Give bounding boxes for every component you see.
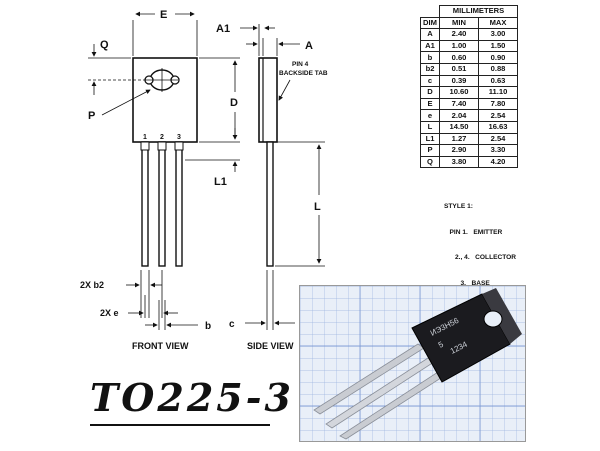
dim-A: A (246, 40, 313, 52)
dim-c-label: c (229, 319, 235, 330)
dim-b2-label: 2X b2 (80, 280, 104, 290)
side-pin (266, 141, 274, 267)
dim-Q-label: Q (100, 39, 109, 51)
table-header-group: MILLIMETERS (439, 5, 518, 18)
dim-E: E (132, 9, 198, 56)
photo-body: ИЭ3Н56 5 1234 (411, 288, 522, 383)
style-note-line: STYLE 1: (444, 203, 473, 210)
front-view: 1 2 3 (132, 57, 198, 267)
front-pin-1 (141, 141, 149, 267)
style-note-line: PIN 1. EMITTER (444, 228, 503, 236)
dim-D: D (199, 57, 240, 143)
photo-leads (313, 343, 445, 440)
dim-L-label: L (314, 201, 321, 213)
dim-A-label: A (305, 40, 313, 52)
pin-3-label: 3 (177, 134, 181, 141)
table-col-min: MIN (439, 16, 479, 30)
photo-marking-2: 5 (437, 339, 446, 349)
dim-A1: A1 (216, 23, 278, 56)
title-underline (90, 424, 270, 426)
side-view (258, 57, 278, 267)
dim-E-label: E (160, 9, 167, 21)
package-title: TO225-3 (90, 375, 294, 420)
dim-b2: 2X b2 (80, 270, 162, 318)
front-pin-2 (158, 141, 166, 267)
dim-L1: L1 (185, 128, 240, 188)
dim-L: L (275, 141, 325, 267)
front-pin-3 (175, 141, 183, 267)
table-col-dim: DIM (420, 16, 440, 30)
pin-2-label: 2 (160, 134, 164, 141)
dim-D-label: D (230, 97, 238, 109)
pin-1-label: 1 (143, 134, 147, 141)
transistor-photo-art: ИЭ3Н56 5 1234 (300, 286, 525, 441)
pin4-tab-callout: PIN 4 BACKSIDE TAB (278, 61, 328, 101)
dim-A1-label: A1 (216, 23, 230, 35)
backside-tab-label: BACKSIDE TAB (279, 70, 328, 77)
dim-e-label: 2X e (100, 308, 119, 318)
dim-b: b (145, 300, 211, 332)
transistor-photo: ИЭ3Н56 5 1234 (299, 285, 526, 442)
dim-c: c (229, 270, 295, 330)
dim-P-label: P (88, 110, 95, 122)
style-note-line: 3. BASE (444, 279, 490, 287)
front-view-caption: FRONT VIEW (132, 341, 189, 351)
mounting-hole (144, 68, 180, 92)
dim-Q: Q (88, 39, 148, 95)
dim-L1-label: L1 (214, 176, 227, 188)
table-corner (421, 6, 440, 18)
dim-b-label: b (205, 321, 211, 332)
dim-P: P (88, 89, 151, 122)
style-note-line: 2., 4. COLLECTOR (444, 254, 517, 261)
style-notes: STYLE 1: PIN 1. EMITTER 2., 4. COLLECTOR… (444, 186, 516, 297)
table-col-max: MAX (478, 16, 518, 30)
dim-e: 2X e (100, 270, 178, 318)
side-body (258, 57, 278, 143)
pin4-label: PIN 4 (292, 61, 309, 68)
side-view-caption: SIDE VIEW (247, 341, 294, 351)
